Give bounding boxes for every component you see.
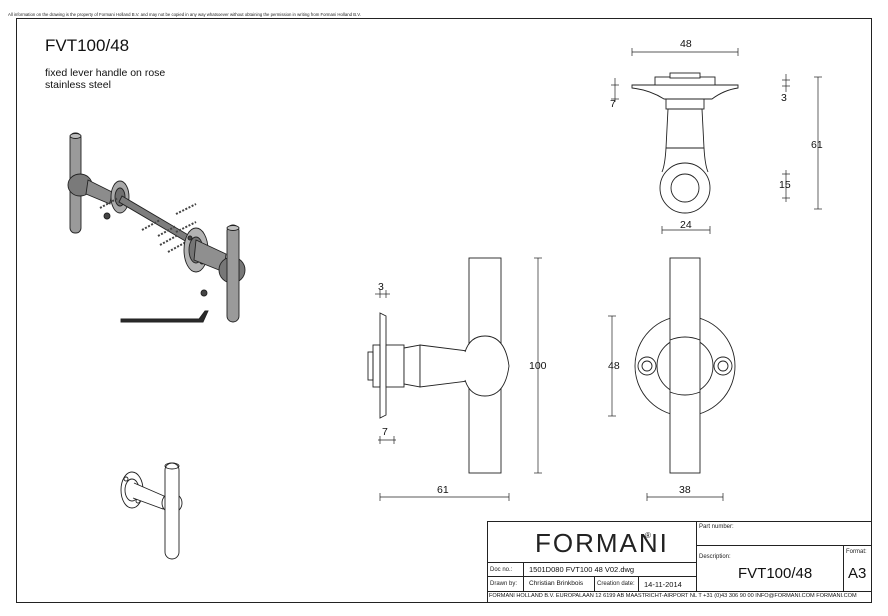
description-label: Description: bbox=[699, 554, 731, 560]
dim-ring-size: 15 bbox=[779, 179, 791, 191]
ownership-notice: All information on the drawing is the pr… bbox=[8, 12, 361, 17]
tb-divider-format bbox=[843, 545, 844, 591]
dim-rose-diameter: 48 bbox=[608, 360, 620, 372]
part-number-label: Part number: bbox=[699, 524, 734, 530]
doc-no-label: Doc no.: bbox=[490, 567, 513, 573]
drawing-description: fixed lever handle on rose stainless ste… bbox=[45, 67, 165, 91]
dim-rose-thickness: 3 bbox=[378, 281, 384, 293]
tb-divider-drawn bbox=[487, 576, 696, 577]
dim-lever-length: 100 bbox=[529, 360, 547, 372]
drawn-by-value: Christian Brinkbois bbox=[529, 580, 584, 587]
dim-offset-top: 7 bbox=[610, 98, 616, 110]
tb-divider-date-value bbox=[638, 576, 639, 591]
doc-no-value: 1501D080 FVT100 48 V02.dwg bbox=[529, 565, 635, 574]
tb-divider-footer bbox=[487, 591, 872, 592]
description-line-1: fixed lever handle on rose bbox=[45, 67, 166, 79]
tb-divider-labels bbox=[523, 562, 524, 591]
dim-rose-width: 48 bbox=[680, 38, 692, 50]
tb-divider-part bbox=[696, 545, 872, 546]
dim-total-height-side: 61 bbox=[811, 139, 823, 151]
format-value: A3 bbox=[848, 565, 867, 582]
dim-rose-depth-top: 3 bbox=[781, 92, 787, 104]
dim-projection: 61 bbox=[437, 484, 449, 496]
side-view bbox=[367, 257, 510, 474]
dim-lever-width: 38 bbox=[679, 484, 691, 496]
dim-neck-width: 24 bbox=[680, 219, 692, 231]
part-number-value: FVT100/48 bbox=[738, 565, 813, 582]
creation-date-value: 14-11-2014 bbox=[644, 580, 682, 589]
tb-divider-vertical bbox=[696, 521, 697, 591]
description-line-2: stainless steel bbox=[45, 79, 111, 91]
top-view bbox=[631, 72, 739, 214]
dim-neck-length: 7 bbox=[382, 426, 388, 438]
format-label: Format: bbox=[846, 549, 867, 555]
drawn-by-label: Drawn by: bbox=[490, 581, 518, 587]
creation-date-label: Creation date: bbox=[597, 581, 635, 587]
front-view bbox=[634, 257, 736, 474]
registered-mark: ® bbox=[645, 531, 651, 540]
exploded-view bbox=[67, 132, 246, 323]
drawing-frame bbox=[16, 18, 872, 603]
tb-divider-doc bbox=[487, 562, 696, 563]
drawing-title: FVT100/48 bbox=[45, 36, 130, 55]
company-footer: FORMANI HOLLAND B.V. EUROPALAAN 12 6199 … bbox=[489, 593, 857, 599]
formani-logo: FORMANI bbox=[535, 528, 669, 558]
assembled-iso-view bbox=[120, 462, 183, 560]
dimension-lines bbox=[375, 48, 822, 501]
tb-divider-date bbox=[594, 576, 595, 591]
